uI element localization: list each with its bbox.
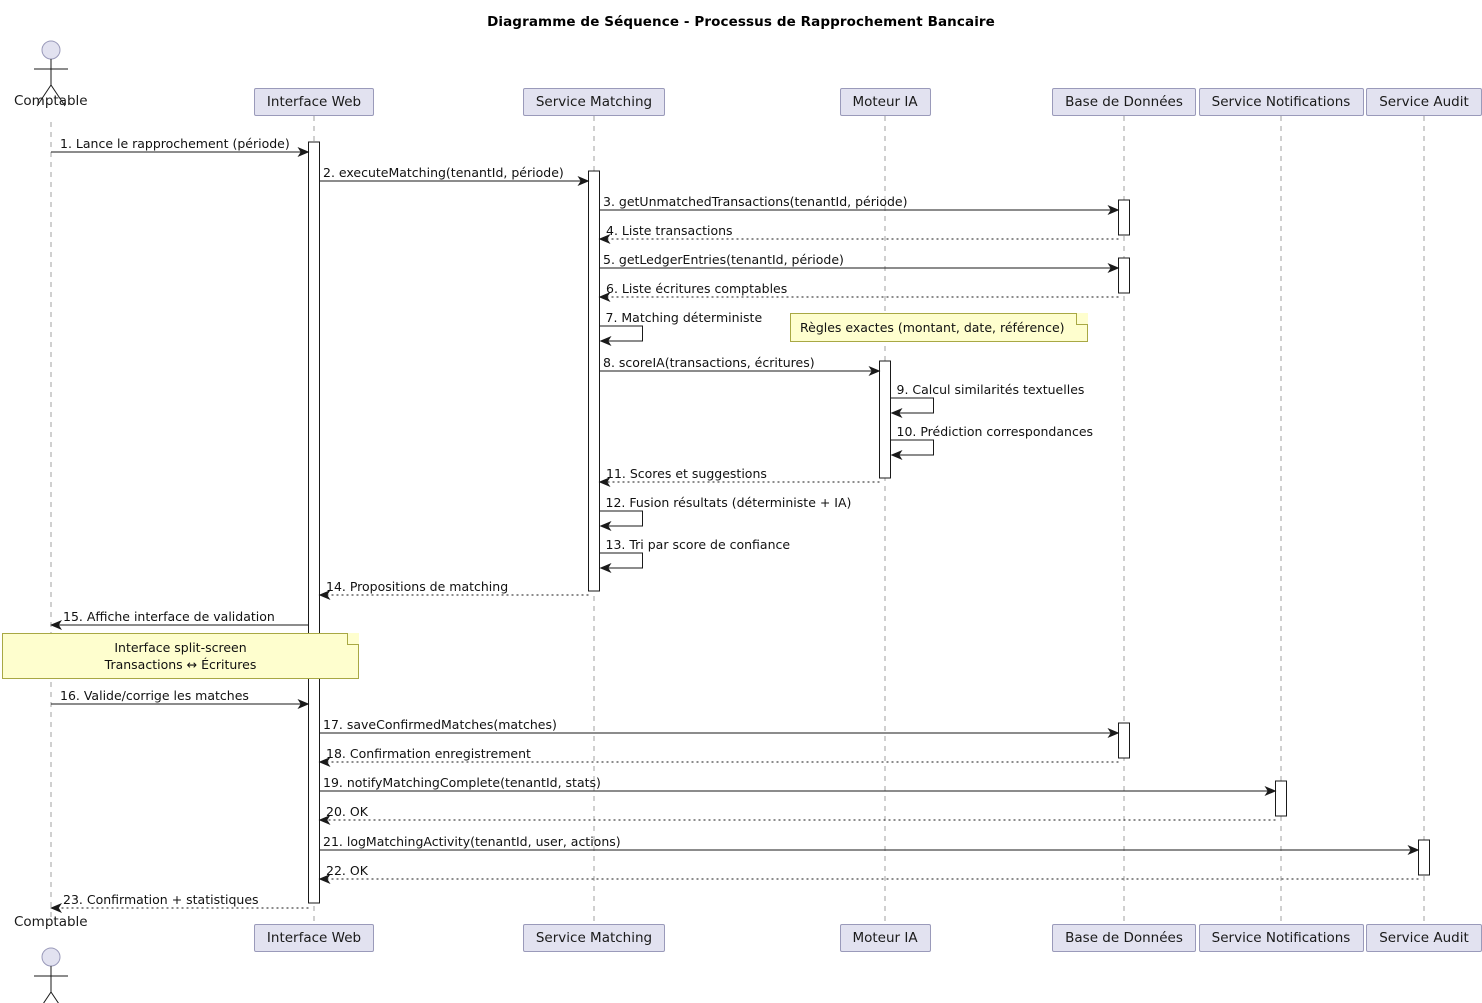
self-message-arrow-13 — [599, 552, 643, 573]
participant-service-notifications-bottom[interactable]: Service Notifications — [1198, 924, 1364, 952]
message-label-8: 8. scoreIA(transactions, écritures) — [603, 355, 815, 370]
participant-moteur-ia-bottom[interactable]: Moteur IA — [839, 924, 931, 952]
note-split-screen: Interface split-screen Transactions ↔ Éc… — [2, 633, 359, 679]
participant-label: Service Notifications — [1211, 94, 1351, 110]
actor-label-comptable-bottom: Comptable — [14, 914, 88, 930]
participant-label: Base de Données — [1065, 94, 1183, 110]
actor-label-comptable-top: Comptable — [14, 93, 88, 109]
activation-bar-service-matching-1 — [588, 170, 600, 592]
participant-base-de-donnees-bottom[interactable]: Base de Données — [1052, 924, 1196, 952]
participant-service-notifications-top[interactable]: Service Notifications — [1198, 88, 1364, 116]
activation-bar-interface-web-0 — [308, 141, 320, 904]
participant-label: Service Notifications — [1211, 930, 1351, 946]
participant-label: Interface Web — [266, 930, 362, 946]
message-label-11: 11. Scores et suggestions — [606, 466, 767, 481]
participant-base-de-donnees-top[interactable]: Base de Données — [1052, 88, 1196, 116]
participant-moteur-ia-top[interactable]: Moteur IA — [839, 88, 931, 116]
activation-bar-service-notifications-6 — [1275, 780, 1287, 817]
participant-label: Service Audit — [1379, 930, 1469, 946]
self-message-arrow-12 — [599, 510, 643, 531]
note-text: Interface split-screen Transactions ↔ Éc… — [104, 640, 257, 672]
message-label-22: 22. OK — [326, 863, 368, 878]
message-label-10: 10. Prédiction correspondances — [896, 424, 1094, 439]
participant-label: Base de Données — [1065, 930, 1183, 946]
participant-label: Service Audit — [1379, 94, 1469, 110]
activation-bar-base-de-donnees-2 — [1118, 199, 1130, 236]
self-message-arrow-9 — [890, 397, 934, 418]
participant-service-audit-bottom[interactable]: Service Audit — [1366, 924, 1482, 952]
message-label-13: 13. Tri par score de confiance — [605, 537, 791, 552]
participant-label: Moteur IA — [852, 930, 918, 946]
note-text: Règles exactes (montant, date, référence… — [800, 320, 1065, 335]
message-label-14: 14. Propositions de matching — [326, 579, 509, 594]
message-label-15: 15. Affiche interface de validation — [63, 609, 275, 624]
participant-service-audit-top[interactable]: Service Audit — [1366, 88, 1482, 116]
message-label-2: 2. executeMatching(tenantId, période) — [323, 165, 564, 180]
message-label-19: 19. notifyMatchingComplete(tenantId, sta… — [323, 775, 601, 790]
message-label-18: 18. Confirmation enregistrement — [326, 746, 531, 761]
note-fold-corner-icon — [1076, 313, 1088, 325]
activation-bar-service-audit-7 — [1418, 839, 1430, 876]
actor-figure — [34, 947, 68, 1003]
message-label-9: 9. Calcul similarités textuelles — [896, 382, 1085, 397]
participant-label: Service Matching — [535, 930, 653, 946]
participant-label: Moteur IA — [852, 94, 918, 110]
message-label-1: 1. Lance le rapprochement (période) — [60, 136, 290, 151]
activation-bar-moteur-ia-4 — [879, 360, 891, 479]
participant-service-matching-bottom[interactable]: Service Matching — [523, 924, 665, 952]
activation-bar-base-de-donnees-5 — [1118, 722, 1130, 759]
participant-interface-web-bottom[interactable]: Interface Web — [254, 924, 374, 952]
message-label-12: 12. Fusion résultats (déterministe + IA) — [605, 495, 852, 510]
participant-label: Interface Web — [266, 94, 362, 110]
message-label-4: 4. Liste transactions — [606, 223, 733, 238]
message-label-16: 16. Valide/corrige les matches — [60, 688, 249, 703]
message-label-3: 3. getUnmatchedTransactions(tenantId, pé… — [603, 194, 908, 209]
self-message-arrow-7 — [599, 325, 643, 346]
participant-service-matching-top[interactable]: Service Matching — [523, 88, 665, 116]
note-regles: Règles exactes (montant, date, référence… — [790, 313, 1088, 342]
participant-label: Service Matching — [535, 94, 653, 110]
message-label-20: 20. OK — [326, 804, 368, 819]
message-label-5: 5. getLedgerEntries(tenantId, période) — [603, 252, 844, 267]
participant-interface-web-top[interactable]: Interface Web — [254, 88, 374, 116]
activation-bar-base-de-donnees-3 — [1118, 257, 1130, 294]
message-label-6: 6. Liste écritures comptables — [606, 281, 788, 296]
message-label-23: 23. Confirmation + statistiques — [63, 892, 259, 907]
note-fold-corner-icon — [347, 633, 359, 645]
actor-figure — [34, 40, 68, 107]
message-label-21: 21. logMatchingActivity(tenantId, user, … — [323, 834, 621, 849]
message-label-17: 17. saveConfirmedMatches(matches) — [323, 717, 557, 732]
page-title: Diagramme de Séquence - Processus de Rap… — [487, 14, 995, 30]
message-label-7: 7. Matching déterministe — [605, 310, 763, 325]
self-message-arrow-10 — [890, 439, 934, 460]
